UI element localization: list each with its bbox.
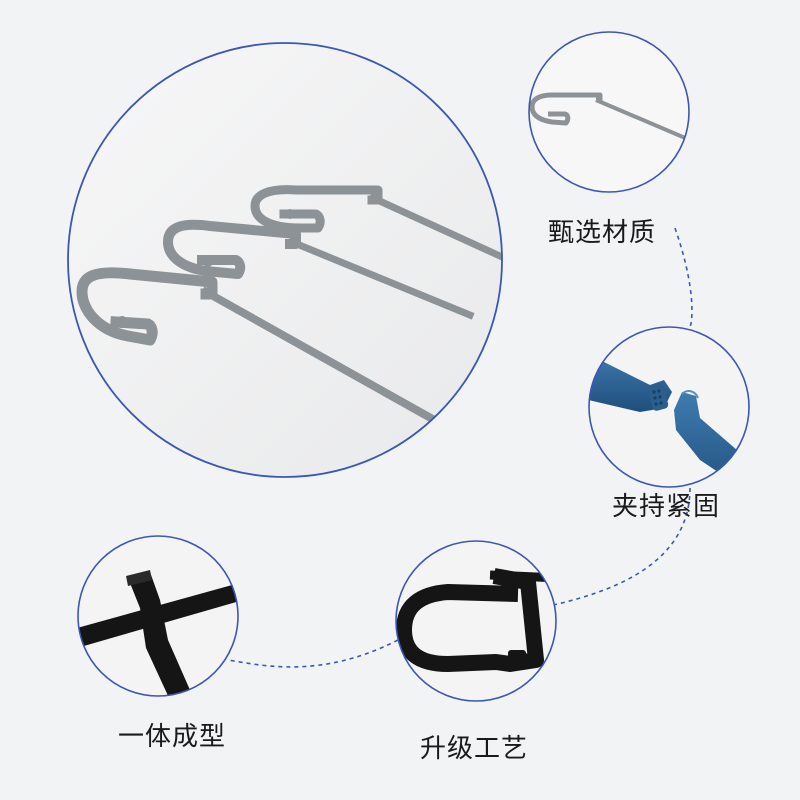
main-product-photo <box>67 42 503 478</box>
gray-clip-front <box>76 267 476 446</box>
feature-circle-material <box>528 31 690 193</box>
gray-clip-middle <box>163 219 475 320</box>
gray-clip-back <box>250 185 502 261</box>
feature-circle-craft <box>395 540 557 702</box>
feature-label-craft: 升级工艺 <box>420 734 529 764</box>
feature-label-one-piece: 一体成型 <box>118 722 227 752</box>
dashed-connector <box>227 227 693 668</box>
feature-label-material: 甄选材质 <box>548 218 657 248</box>
feature-circle-one-piece <box>77 535 239 697</box>
feature-label-grip: 夹持紧固 <box>612 492 721 522</box>
feature-circle-grip <box>588 326 750 488</box>
